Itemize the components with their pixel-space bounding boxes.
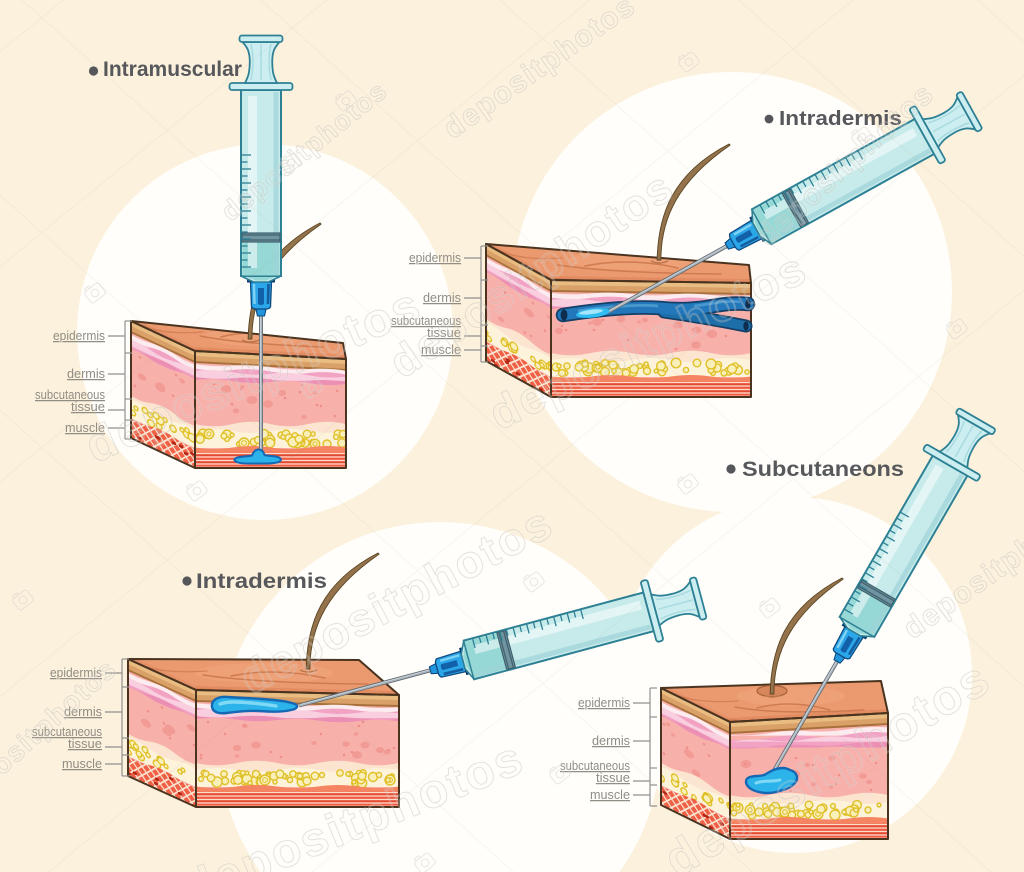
svg-text:muscle: muscle [65,421,105,435]
svg-text:subcutaneous: subcutaneous [560,759,630,773]
svg-text:subcutaneous: subcutaneous [32,725,102,739]
svg-text:muscle: muscle [590,788,630,802]
svg-text:epidermis: epidermis [578,696,630,710]
svg-text:tissue: tissue [71,400,105,414]
svg-text:dermis: dermis [67,367,105,381]
svg-text:subcutaneous: subcutaneous [35,388,105,402]
svg-text:tissue: tissue [596,771,630,785]
svg-text:Intradermis: Intradermis [779,108,902,130]
svg-text:dermis: dermis [423,291,461,305]
svg-text:Subcutaneons: Subcutaneons [742,458,904,481]
svg-text:dermis: dermis [592,734,630,748]
svg-text:epidermis: epidermis [50,666,102,680]
svg-text:dermis: dermis [64,705,102,719]
svg-text:Intradermis: Intradermis [196,569,327,593]
svg-text:muscle: muscle [421,343,461,357]
svg-text:tissue: tissue [427,326,461,340]
svg-text:epidermis: epidermis [53,329,105,343]
svg-text:tissue: tissue [68,737,102,751]
svg-text:muscle: muscle [62,757,102,771]
svg-text:epidermis: epidermis [409,251,461,265]
svg-text:subcutaneous: subcutaneous [391,314,461,328]
svg-text:Intramuscular: Intramuscular [103,58,242,81]
